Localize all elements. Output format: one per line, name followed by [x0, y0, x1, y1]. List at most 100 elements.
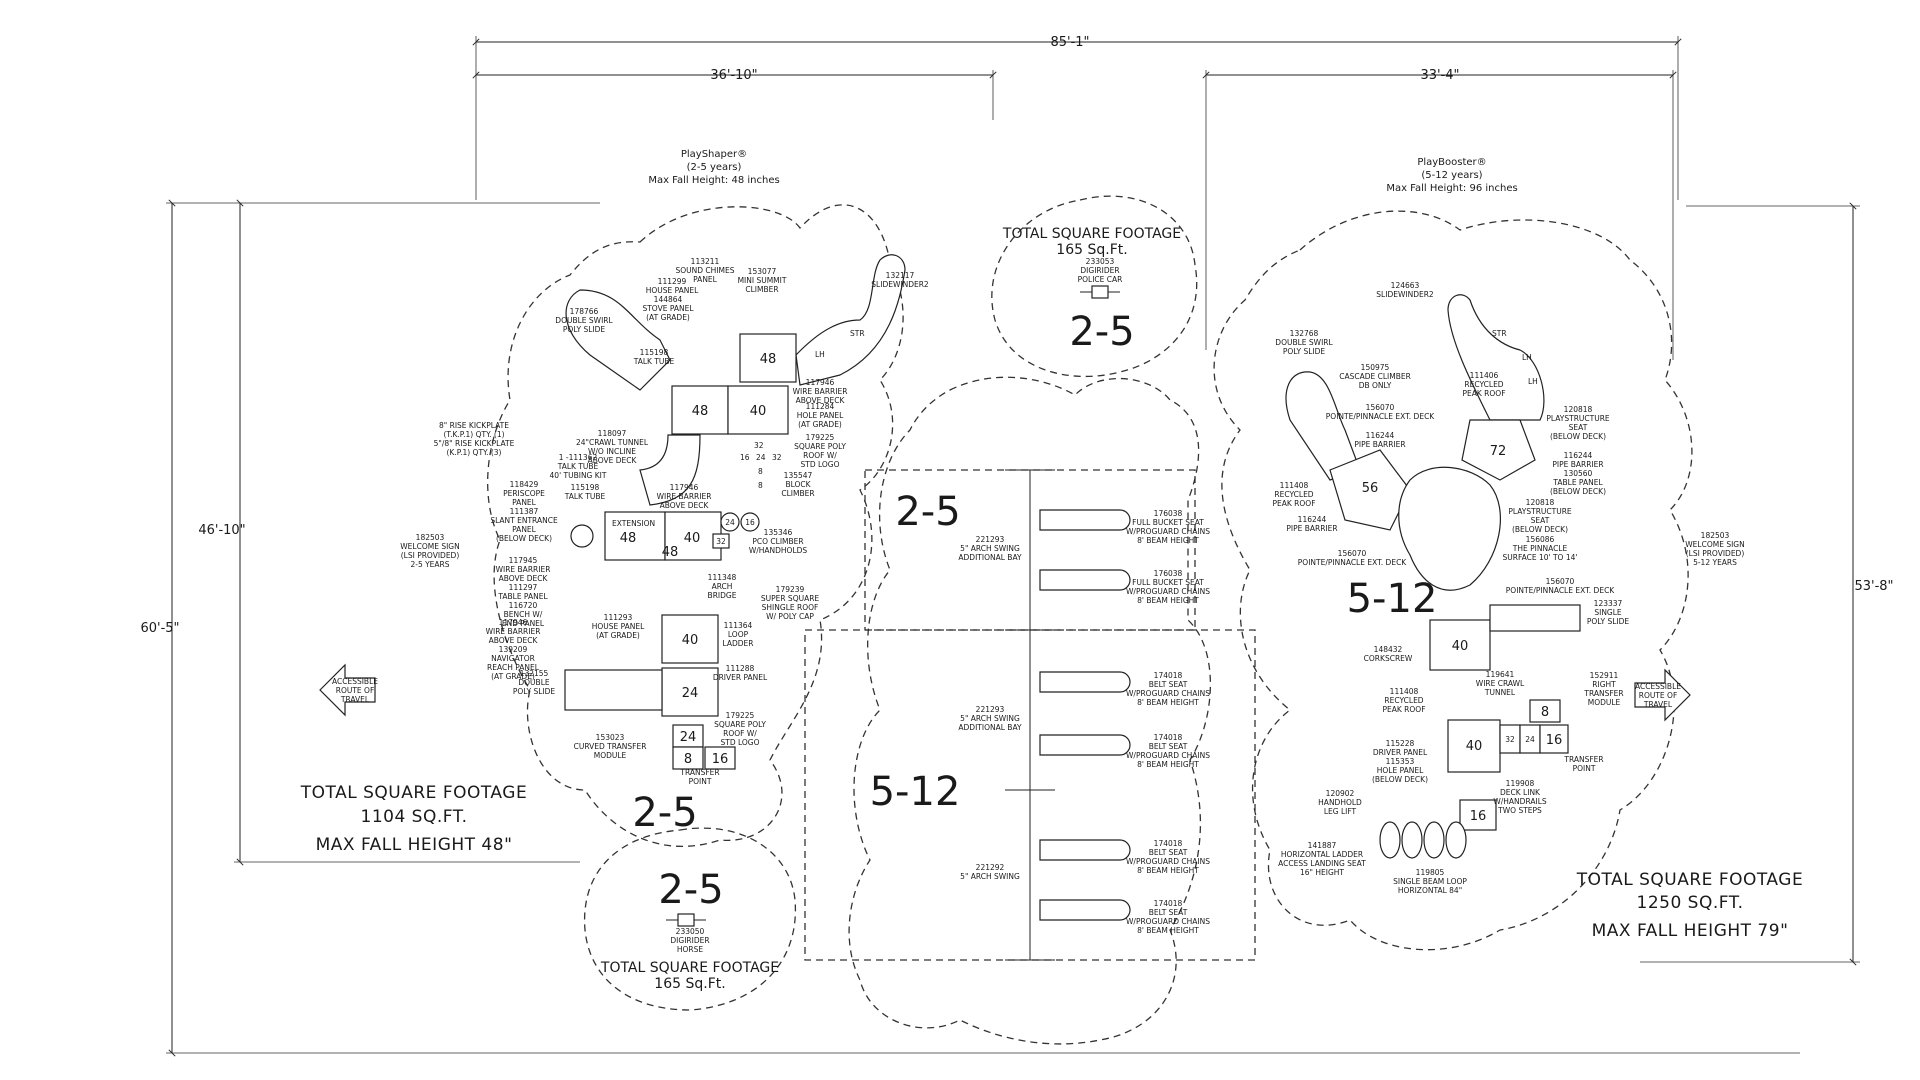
svg-text:40: 40	[1452, 639, 1469, 654]
car-footage-title: TOTAL SQUARE FOOTAGE	[1002, 226, 1181, 242]
right-width-label: 33'-4"	[1420, 68, 1459, 83]
deck-40-right-upper	[1429, 619, 1491, 671]
svg-text:24: 24	[756, 453, 766, 462]
left-play-structure: STR LH 48 48 40 EXTENSION 48 40 48 40 24…	[564, 254, 906, 770]
svg-text:40: 40	[1466, 739, 1483, 754]
deck-40-center	[664, 511, 722, 561]
svg-text:ROUTE OF: ROUTE OF	[1639, 691, 1678, 700]
dimension-lines: 85'-1" 36'-10" 33'-4" 60'-5" 46'-10" 53'…	[140, 35, 1894, 1057]
left-height-label: 46'-10"	[198, 523, 245, 538]
periscope-panel	[570, 524, 594, 548]
horse-footage-title: TOTAL SQUARE FOOTAGE	[600, 960, 779, 976]
left-footage-title: TOTAL SQUARE FOOTAGE	[300, 783, 527, 803]
horse-zone	[583, 827, 797, 1011]
swing-zone	[848, 376, 1211, 1045]
extension-deck	[604, 511, 666, 561]
slide-str-label: STR	[850, 329, 865, 338]
pinnacle-climber	[1398, 466, 1501, 591]
slidewinder-right	[1447, 294, 1545, 421]
left-footage-fall: MAX FALL HEIGHT 48"	[316, 835, 513, 855]
svg-text:TRAVEL: TRAVEL	[1643, 700, 1673, 709]
slide-lh-label: LH	[815, 350, 825, 359]
horse-footage-value: 165 Sq.Ft.	[654, 976, 725, 992]
left-structure-brand: PlayShaper®	[681, 149, 747, 160]
deck-16-left	[704, 746, 736, 770]
svg-text:40: 40	[682, 633, 699, 648]
svg-text:8: 8	[684, 752, 692, 767]
svg-text:16: 16	[1470, 809, 1487, 824]
svg-text:ACCESSIBLE: ACCESSIBLE	[332, 677, 378, 686]
left-accessible-route-sign: ACCESSIBLE ROUTE OF TRAVEL	[319, 663, 378, 717]
deck-48-top	[739, 333, 797, 383]
svg-text:24: 24	[682, 686, 699, 701]
svg-text:32: 32	[772, 453, 782, 462]
right-play-structure: STR LH LH 56 72 40 40 8 32 24 16 16	[1285, 294, 1581, 859]
right-footage-title: TOTAL SQUARE FOOTAGE	[1576, 870, 1803, 890]
car-zone-age: 2-5	[1069, 309, 1134, 355]
age-zone-labels: 2-5 2-5 2-5 2-5 5-12 5-12	[632, 309, 1437, 913]
left-width-label: 36'-10"	[710, 68, 757, 83]
swing-bottom-age: 5-12	[870, 769, 961, 815]
svg-text:TRAVEL: TRAVEL	[340, 695, 370, 704]
svg-text:40: 40	[750, 404, 767, 419]
svg-text:ROUTE OF: ROUTE OF	[336, 686, 375, 695]
svg-text:16: 16	[712, 752, 729, 767]
extension-label: EXTENSION	[612, 519, 655, 528]
left-structure-fall: Max Fall Height: 48 inches	[648, 175, 779, 186]
right-structure-zone	[1213, 210, 1693, 951]
deck-40-right-lower	[1447, 719, 1501, 773]
right-structure-age: (5-12 years)	[1421, 170, 1482, 181]
deck-8-left	[672, 746, 704, 770]
svg-text:16: 16	[1546, 733, 1563, 748]
svg-text:32: 32	[754, 441, 764, 450]
right-zone-age: 5-12	[1347, 576, 1438, 622]
svg-text:48: 48	[760, 352, 777, 367]
overall-width-label: 85'-1"	[1050, 35, 1089, 50]
overall-height-label: 60'-5"	[140, 621, 179, 636]
svg-text:56: 56	[1362, 481, 1379, 496]
svg-text:8: 8	[1541, 705, 1549, 720]
svg-text:8" RISE KICKPLATE(T.K.P.1) QTY: 8" RISE KICKPLATE(T.K.P.1) QTY. (1)5"/8"…	[434, 421, 515, 457]
